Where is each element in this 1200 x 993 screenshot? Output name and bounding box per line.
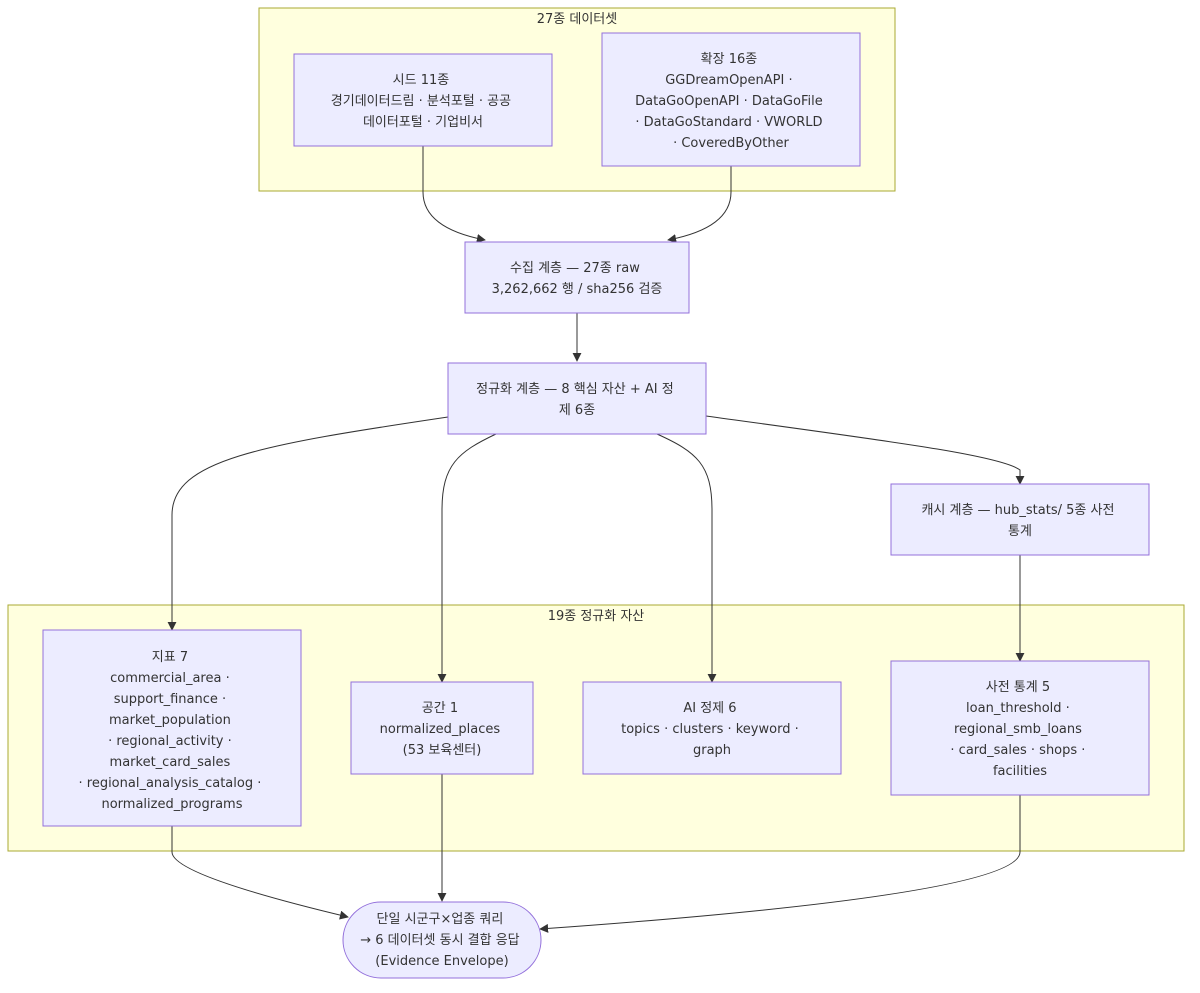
node-space: 공간 1 normalized_places (53 보육센터) <box>350 681 534 775</box>
node-indicator-label: 지표 7 commercial_area · support_finance ·… <box>79 650 266 812</box>
node-prestat-label: 사전 통계 5 loan_threshold · regional_smb_lo… <box>950 680 1089 779</box>
edge-normalize-cache <box>705 415 1025 485</box>
node-normalize: 정규화 계층 — 8 핵심 자산 + AI 정 제 6종 <box>447 362 707 435</box>
edges <box>167 146 1025 933</box>
edge-seed-collect <box>422 146 486 243</box>
node-collect: 수집 계층 — 27종 raw 3,262,662 행 / sha256 검증 <box>464 241 690 314</box>
cluster-datasets-title: 27종 데이터셋 <box>537 12 618 27</box>
node-ext: 확장 16종 GGDreamOpenAPI · DataGoOpenAPI · … <box>601 32 861 167</box>
node-cache-label: 캐시 계층 — hub_stats/ 5종 사전 통계 <box>921 503 1118 539</box>
node-query-label: 단일 시군구×업종 쿼리 → 6 데이터셋 동시 결합 응답 (Evidence… <box>360 912 524 969</box>
node-collect-label: 수집 계층 — 27종 raw 3,262,662 행 / sha256 검증 <box>492 261 663 297</box>
node-seed-label: 시드 11종 경기데이터드림 · 분석포털 · 공공 데이터포털 · 기업비서 <box>331 73 515 130</box>
edge-normalize-ai <box>656 433 717 683</box>
node-ai-label: AI 정제 6 topics · clusters · keyword · gr… <box>621 701 803 758</box>
edge-normalize-space <box>437 433 497 683</box>
node-ai: AI 정제 6 topics · clusters · keyword · gr… <box>582 681 842 775</box>
node-seed: 시드 11종 경기데이터드림 · 분석포털 · 공공 데이터포털 · 기업비서 <box>293 53 553 147</box>
edge-ext-collect <box>667 166 732 243</box>
node-query: 단일 시군구×업종 쿼리 → 6 데이터셋 동시 결합 응답 (Evidence… <box>342 901 542 979</box>
cluster-assets-title: 19종 정규화 자산 <box>548 609 645 624</box>
edge-normalize-indicator <box>167 416 449 631</box>
node-prestat: 사전 통계 5 loan_threshold · regional_smb_lo… <box>890 660 1150 796</box>
edge-indicator-query <box>171 826 349 920</box>
node-space-label: 공간 1 normalized_places (53 보육센터) <box>380 701 505 758</box>
node-ext-label: 확장 16종 GGDreamOpenAPI · DataGoOpenAPI · … <box>635 52 827 151</box>
edge-prestat-query <box>539 795 1021 933</box>
node-cache: 캐시 계층 — hub_stats/ 5종 사전 통계 <box>890 483 1150 556</box>
node-indicator: 지표 7 commercial_area · support_finance ·… <box>42 629 302 827</box>
node-normalize-label: 정규화 계층 — 8 핵심 자산 + AI 정 제 6종 <box>476 382 678 418</box>
